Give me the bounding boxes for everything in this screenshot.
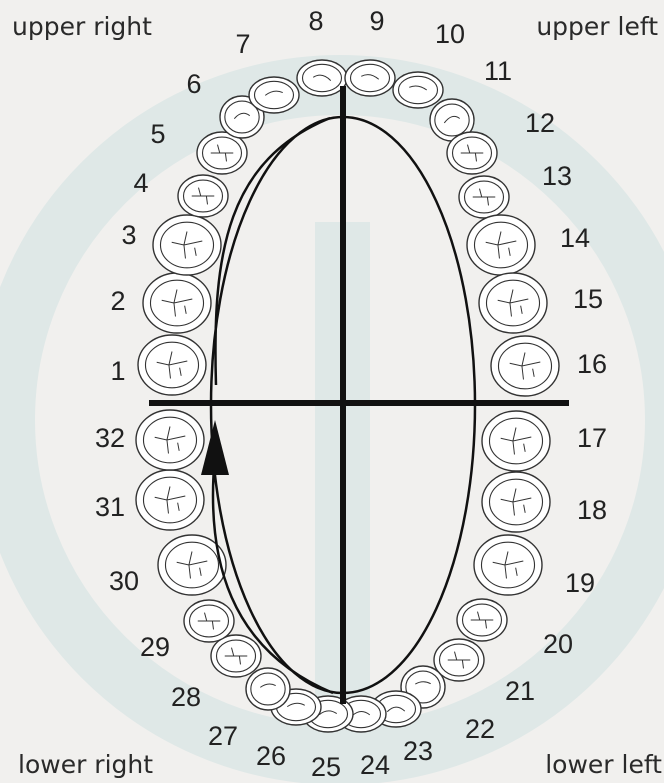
tooth-15 — [479, 273, 547, 333]
label-upper-left: upper left — [536, 14, 658, 39]
tooth-7 — [249, 77, 299, 113]
tooth-4 — [178, 175, 228, 217]
label-lower-left: lower left — [545, 752, 662, 777]
tooth-outline — [345, 60, 395, 96]
tooth-9 — [345, 60, 395, 96]
tooth-number-12: 12 — [525, 108, 555, 138]
tooth-number-16: 16 — [577, 349, 607, 379]
tooth-outline — [246, 668, 290, 710]
tooth-number-25: 25 — [311, 752, 341, 782]
tooth-outline — [143, 273, 211, 333]
label-upper-right: upper right — [12, 14, 152, 39]
tooth-number-6: 6 — [186, 69, 201, 99]
tooth-outline — [482, 472, 550, 532]
tooth-number-1: 1 — [110, 356, 125, 386]
tooth-19 — [474, 535, 542, 595]
tooth-number-7: 7 — [235, 29, 250, 59]
tooth-29 — [184, 600, 234, 642]
tooth-number-27: 27 — [208, 721, 238, 751]
tooth-10 — [393, 72, 443, 108]
tooth-31 — [136, 470, 204, 530]
tooth-outline — [136, 410, 204, 470]
tooth-16 — [491, 336, 559, 396]
tooth-number-4: 4 — [133, 168, 148, 198]
tooth-27 — [246, 668, 290, 710]
tooth-outline — [482, 411, 550, 471]
tooth-outline — [153, 215, 221, 275]
tooth-number-22: 22 — [465, 714, 495, 744]
tooth-number-10: 10 — [435, 19, 465, 49]
tooth-8 — [297, 60, 347, 96]
tooth-number-18: 18 — [577, 495, 607, 525]
tooth-outline — [297, 60, 347, 96]
tooth-number-8: 8 — [308, 6, 323, 36]
tooth-number-29: 29 — [140, 632, 170, 662]
tooth-3 — [153, 215, 221, 275]
tooth-number-28: 28 — [171, 682, 201, 712]
tooth-number-24: 24 — [360, 750, 390, 780]
tooth-number-19: 19 — [565, 568, 595, 598]
tooth-outline — [474, 535, 542, 595]
tooth-number-13: 13 — [542, 161, 572, 191]
tooth-outline — [491, 336, 559, 396]
tooth-number-26: 26 — [256, 741, 286, 771]
tooth-17 — [482, 411, 550, 471]
tooth-outline — [479, 273, 547, 333]
tooth-number-20: 20 — [543, 629, 573, 659]
tooth-14 — [467, 215, 535, 275]
tooth-outline — [467, 215, 535, 275]
tooth-number-2: 2 — [110, 286, 125, 316]
label-lower-right: lower right — [18, 752, 153, 777]
tooth-32 — [136, 410, 204, 470]
tooth-number-14: 14 — [560, 223, 590, 253]
tooth-number-11: 11 — [484, 56, 512, 86]
tooth-number-31: 31 — [95, 492, 125, 522]
tooth-outline — [393, 72, 443, 108]
tooth-number-5: 5 — [150, 119, 165, 149]
tooth-number-3: 3 — [121, 220, 136, 250]
tooth-number-32: 32 — [95, 423, 125, 453]
tooth-1 — [138, 335, 206, 395]
tooth-number-9: 9 — [369, 6, 384, 36]
tooth-number-23: 23 — [403, 736, 433, 766]
tooth-outline — [249, 77, 299, 113]
arrow-head-icon — [201, 420, 229, 475]
tooth-number-30: 30 — [109, 566, 139, 596]
tooth-12 — [447, 132, 497, 174]
tooth-outline — [136, 470, 204, 530]
tooth-number-21: 21 — [505, 676, 535, 706]
tooth-outline — [138, 335, 206, 395]
tooth-number-17: 17 — [577, 423, 607, 453]
tooth-28 — [211, 635, 261, 677]
tooth-number-15: 15 — [573, 284, 603, 314]
tooth-2 — [143, 273, 211, 333]
tooth-13 — [459, 176, 509, 218]
tooth-18 — [482, 472, 550, 532]
tooth-20 — [457, 599, 507, 641]
